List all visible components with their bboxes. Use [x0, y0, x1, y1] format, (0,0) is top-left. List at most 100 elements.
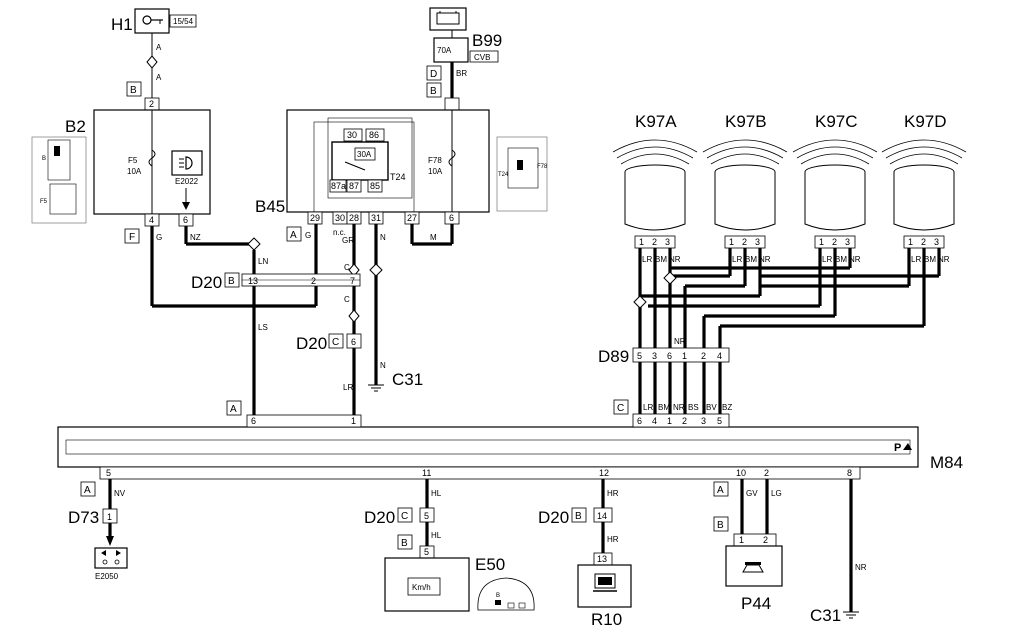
- k97c-wire-lr: LR: [822, 255, 832, 264]
- d20-c-label: D20: [296, 334, 327, 353]
- b2-pin-4: 4: [149, 215, 154, 225]
- d89-wire-nr: NR: [674, 337, 686, 346]
- component-r10: 13 R10: [577, 552, 632, 629]
- e50-pin: 5: [424, 547, 429, 557]
- sensor-k97a: K97A 1 2 3 LR BM NR: [612, 112, 698, 264]
- b45-relay-pin-30: 30: [347, 130, 357, 140]
- m84-wire-bz: BZ: [722, 403, 732, 412]
- p44-conn-b: B: [717, 520, 724, 531]
- d73-signal-box: [94, 547, 128, 569]
- b45-label: B45: [255, 197, 285, 216]
- k97a-label: K97A: [635, 112, 677, 131]
- p44-wire-gv: GV: [746, 489, 758, 498]
- k97c-pin-3: 3: [845, 237, 850, 247]
- d20-c-wire: LR: [343, 383, 353, 392]
- p44-wire-lg: LG: [771, 489, 782, 498]
- d20-b-wire-ln: LN: [258, 257, 268, 266]
- r10-pin: 13: [597, 554, 607, 564]
- b99-fuse: 70A: [437, 46, 452, 55]
- b45-pin-27: 27: [407, 213, 417, 223]
- b99-tag: CVB: [474, 53, 490, 62]
- b45-pin-31: 31: [371, 213, 381, 223]
- d20-hr-label: D20: [538, 508, 569, 527]
- d89-label: D89: [598, 347, 629, 366]
- e50-dashboard-thumbnail: B: [477, 577, 535, 611]
- k97b-pin-2: 2: [742, 237, 747, 247]
- m84-pin-c3: 3: [701, 416, 706, 426]
- svg-text:P: P: [894, 442, 901, 454]
- b2-wire-g: G: [156, 233, 162, 242]
- p44-box: [725, 545, 783, 587]
- m84-pin-b5: 5: [106, 468, 111, 478]
- key-icon: [142, 15, 163, 25]
- h1-tag: 15/54: [173, 17, 194, 26]
- b2-fuse-symbol: [148, 149, 156, 167]
- d20-hl-label: D20: [364, 508, 395, 527]
- k97d-pin-2: 2: [921, 237, 926, 247]
- d20-b-wire-c1: C: [344, 263, 350, 272]
- m84-pin-b10: 10: [736, 468, 746, 478]
- ground-c31-bottom: NR C31: [810, 563, 867, 625]
- b45-relay-name: T24: [390, 172, 406, 182]
- b2-wire-nz: NZ: [190, 233, 201, 242]
- b45-relay-pin-87: 87: [349, 181, 359, 191]
- connector-d20-hl: HL D20 C 5 HL: [364, 489, 442, 540]
- b2-pin-6: 6: [183, 215, 188, 225]
- d89-pin-6: 6: [667, 351, 672, 361]
- c31-bot-label: C31: [810, 606, 841, 625]
- m84-wire-bs: BS: [688, 403, 699, 412]
- d20-c-pin: 6: [351, 337, 356, 347]
- component-h1: H1 15/54 A A B 2: [111, 8, 197, 111]
- b45-relay-pin-86: 86: [369, 130, 379, 140]
- svg-text:F5: F5: [40, 199, 48, 205]
- d20-b-pin-13: 13: [248, 276, 258, 286]
- d73-label: D73: [68, 508, 99, 527]
- b45-fuse-symbol: [448, 149, 456, 167]
- component-b2: B2 F5 10A E2022 4 6 F G NZ B F5: [31, 109, 211, 244]
- b45-pin-6: 6: [449, 213, 454, 223]
- d20-hl-wire-top: HL: [431, 489, 442, 498]
- r10-box: [577, 564, 632, 608]
- k97b-pin-1: 1: [729, 237, 734, 247]
- h1-box: [134, 8, 170, 34]
- b99-fuse-box: [433, 37, 469, 63]
- b45-wire-gr: GR: [342, 236, 354, 245]
- k97a-pin-1: 1: [639, 237, 644, 247]
- k97d-pin-1: 1: [908, 237, 913, 247]
- m84-pin-c5: 5: [717, 416, 722, 426]
- r10-label: R10: [591, 610, 622, 629]
- parking-light-icon: [179, 156, 193, 170]
- b2-conn-box: [124, 228, 140, 244]
- m84-pin-b8: 8: [847, 468, 852, 478]
- m84-conn-c: C: [617, 403, 624, 414]
- d73-signal: E2050: [95, 572, 119, 581]
- d20-b-wire-c2: C: [344, 295, 350, 304]
- b45-wire-m: M: [430, 233, 437, 242]
- d20-b-pin-7: 7: [350, 276, 355, 286]
- m84-pin-c4: 4: [652, 416, 657, 426]
- b45-fuse-rating: 10A: [428, 167, 443, 176]
- d20-b-conn: B: [228, 276, 235, 287]
- m84-wire-bm: BM: [658, 403, 670, 412]
- e50-display-box: [407, 577, 441, 596]
- sensor-harness: NR: [633, 248, 941, 348]
- b2-label: B2: [65, 117, 86, 136]
- k97d-wire-lr: LR: [911, 255, 921, 264]
- k97c-pin-2: 2: [832, 237, 837, 247]
- h1-wire-bot: A: [156, 73, 162, 82]
- m84-pin-a1: 1: [351, 416, 356, 426]
- component-b99: 70A B99 CVB D BR B: [426, 7, 502, 111]
- m84-pin-b2: 2: [764, 468, 769, 478]
- k97b-label: K97B: [725, 112, 767, 131]
- b2-arrow: [182, 202, 190, 210]
- connector-d20-c: D20 C 6 LR C31 N: [296, 333, 423, 392]
- b2-conn: F: [129, 232, 135, 243]
- connector-d20-b: D20 B 13 2 7 LN C C LS: [191, 257, 361, 332]
- b45-pin-28: 28: [349, 213, 359, 223]
- b45-fusebox-thumbnail: T24 F78: [496, 136, 548, 212]
- e50-conn: B: [401, 538, 408, 549]
- m84-pin-b11: 11: [422, 468, 431, 478]
- d20-hr-conn: B: [575, 511, 582, 522]
- p44-pin-1: 1: [739, 535, 744, 545]
- m84-wire-ls: LS: [258, 323, 268, 332]
